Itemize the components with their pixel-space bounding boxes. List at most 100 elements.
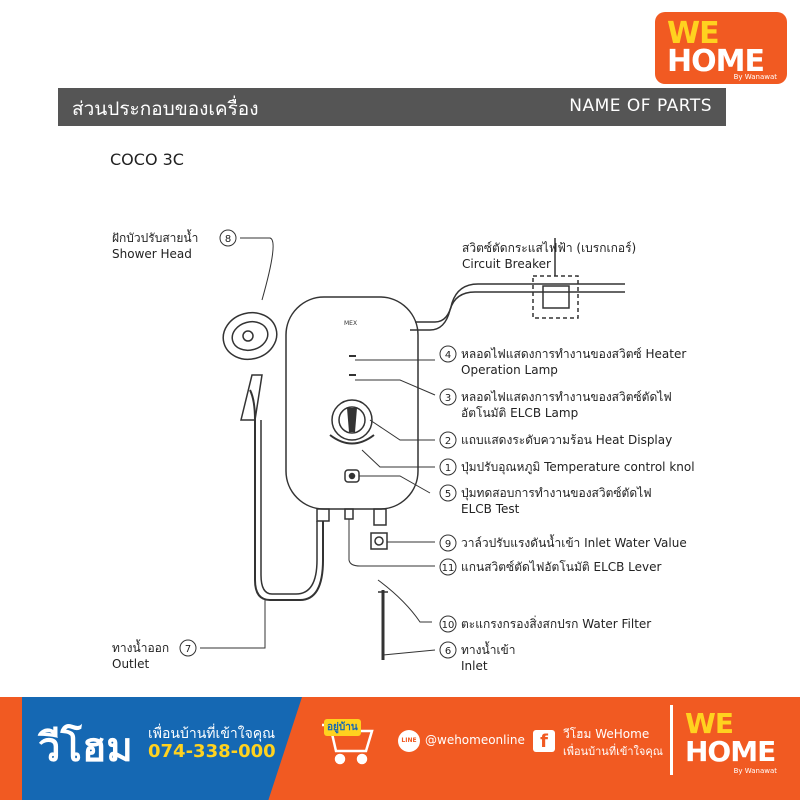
shower-head bbox=[222, 311, 278, 361]
header-title-th: ส่วนประกอบของเครื่อง bbox=[72, 98, 259, 120]
label-outlet-th: ทางน้ำออก bbox=[112, 641, 170, 655]
section-header: ส่วนประกอบของเครื่อง NAME OF PARTS bbox=[58, 88, 726, 126]
shower-face bbox=[231, 320, 269, 352]
num-5: 5 bbox=[445, 489, 451, 500]
header-title-en: NAME OF PARTS bbox=[569, 96, 712, 116]
label-breaker-en: Circuit Breaker bbox=[462, 257, 551, 271]
power-cable-2 bbox=[415, 283, 625, 323]
breaker-switch bbox=[542, 285, 570, 309]
outlet-fitting bbox=[316, 508, 330, 522]
line-handle[interactable]: @wehomeonline bbox=[425, 733, 525, 747]
power-cable bbox=[410, 291, 625, 331]
facebook-tagline: เพื่อนบ้านที่เข้าใจคุณ bbox=[563, 745, 663, 758]
leader-shower-head bbox=[240, 237, 274, 301]
num-10: 10 bbox=[442, 620, 455, 631]
footer-logo-we: WE bbox=[685, 707, 734, 740]
leader-inlet bbox=[382, 649, 436, 656]
label-elcb-lamp: หลอดไฟแสดงการทำงานของสวิตซ์ตัดไฟ อัตโนมั… bbox=[461, 389, 672, 421]
valve-dial bbox=[374, 536, 384, 546]
num-6: 6 bbox=[445, 646, 451, 657]
label-elcb-test: ปุ่มทดสอบการทำงานของสวิตซ์ตัดไฟ ELCB Tes… bbox=[461, 485, 652, 517]
shower-center bbox=[242, 330, 254, 342]
footer-logo-home: HOME bbox=[685, 735, 776, 768]
label-elcb-lamp-en: อัตโนมัติ ELCB Lamp bbox=[461, 406, 579, 420]
number-circles bbox=[179, 229, 457, 659]
elcb-lever bbox=[344, 508, 354, 520]
label-elcb-test-th: ปุ่มทดสอบการทำงานของสวิตซ์ตัดไฟ bbox=[461, 486, 652, 500]
leader-elcb-lamp bbox=[355, 379, 436, 396]
num-11: 11 bbox=[442, 563, 455, 574]
temperature-knob bbox=[331, 399, 373, 441]
heater-diagram: MEX bbox=[179, 229, 625, 660]
label-heater-lamp: หลอดไฟแสดงการทำงานของสวิตซ์ Heater Opera… bbox=[461, 346, 686, 378]
label-water-filter: ตะแกรงกรองสิ่งสกปรก Water Filter bbox=[461, 616, 651, 632]
num-2: 2 bbox=[445, 436, 451, 447]
label-inlet-en: Inlet bbox=[461, 659, 488, 673]
cart-badge: อยู่บ้าน bbox=[324, 719, 361, 736]
inlet-valve bbox=[370, 532, 388, 550]
shower-hose-inner bbox=[260, 420, 318, 595]
shower-handle bbox=[240, 374, 263, 421]
footer-banner: วีโฮม เพื่อนบ้านที่เข้าใจคุณ 074-338-000… bbox=[0, 697, 800, 800]
label-heater-lamp-th: หลอดไฟแสดงการทำงานของสวิตซ์ Heater bbox=[461, 347, 687, 361]
label-elcb-lever: แกนสวิตซ์ตัดไฟอัตโนมัติ ELCB Lever bbox=[461, 559, 661, 575]
footer-tagline: เพื่อนบ้านที่เข้าใจคุณ bbox=[148, 726, 276, 742]
label-elcb-lever-th: แกนสวิตซ์ตัดไฟอัตโนมัติ ELCB Lever bbox=[461, 560, 662, 574]
shower-hose bbox=[249, 389, 324, 601]
num-4: 4 bbox=[445, 350, 451, 361]
num-3: 3 bbox=[445, 393, 451, 404]
num-7: 7 bbox=[185, 644, 191, 655]
label-elcb-lamp-th: หลอดไฟแสดงการทำงานของสวิตซ์ตัดไฟ bbox=[461, 390, 672, 404]
line-icon: LINE bbox=[398, 730, 420, 752]
label-shower-head: ฝักบัวปรับสายน้ำ Shower Head bbox=[112, 230, 198, 262]
leader-outlet bbox=[200, 600, 266, 649]
footer-phone[interactable]: 074-338-000 bbox=[148, 741, 276, 762]
knob-inner bbox=[338, 406, 366, 434]
label-elcb-test-en: ELCB Test bbox=[461, 502, 520, 516]
facebook-icon: f bbox=[533, 730, 555, 752]
footer-blue-panel bbox=[22, 697, 302, 800]
label-shower-head-en: Shower Head bbox=[112, 247, 192, 261]
footer-brand: วีโฮม bbox=[38, 725, 133, 771]
label-heater-lamp-en: Operation Lamp bbox=[461, 363, 558, 377]
breaker-box bbox=[532, 275, 579, 319]
footer-wehome-logo: WE HOME By Wanawat bbox=[670, 705, 791, 775]
label-inlet-th: ทางน้ำเข้า bbox=[461, 643, 516, 657]
leader-knob bbox=[361, 449, 435, 468]
label-heat-display-th: แถบแสดงระดับความร้อน Heat Display bbox=[461, 433, 673, 447]
inlet-fitting bbox=[373, 508, 387, 526]
label-shower-head-th: ฝักบัวปรับสายน้ำ bbox=[112, 231, 199, 245]
heater-logo: MEX bbox=[344, 320, 357, 327]
label-heat-display: แถบแสดงระดับความร้อน Heat Display bbox=[461, 432, 672, 448]
wehome-logo: WE HOME By Wanawat bbox=[655, 12, 787, 84]
heat-display bbox=[329, 434, 375, 445]
cart-icon: อยู่บ้าน bbox=[318, 717, 378, 767]
num-9: 9 bbox=[445, 539, 451, 550]
facebook-name[interactable]: วีโฮม WeHome bbox=[563, 727, 650, 741]
label-temperature-knob-th: ปุ่มปรับอุณหภูมิ Temperature control kno… bbox=[461, 460, 695, 474]
leader-lever bbox=[348, 519, 435, 567]
label-temperature-knob: ปุ่มปรับอุณหภูมิ Temperature control kno… bbox=[461, 459, 695, 475]
knob-pointer bbox=[347, 408, 357, 432]
label-breaker: สวิตซ์ตัดกระแสไฟฟ้า (เบรกเกอร์) Circuit … bbox=[462, 240, 636, 272]
num-8: 8 bbox=[225, 234, 231, 245]
leader-test bbox=[359, 475, 431, 494]
num-1: 1 bbox=[445, 463, 451, 474]
number-labels: 8 4 3 2 1 5 9 11 10 6 7 bbox=[185, 234, 455, 657]
label-inlet: ทางน้ำเข้า Inlet bbox=[461, 642, 516, 674]
label-outlet: ทางน้ำออก Outlet bbox=[112, 640, 169, 672]
label-outlet-en: Outlet bbox=[112, 657, 150, 671]
label-water-filter-th: ตะแกรงกรองสิ่งสกปรก Water Filter bbox=[461, 617, 652, 631]
logo-home: HOME bbox=[667, 44, 765, 79]
leader-heat-display bbox=[369, 419, 435, 441]
leader-filter bbox=[377, 579, 432, 623]
footer-logo-by: By Wanawat bbox=[733, 767, 777, 775]
test-dot bbox=[348, 472, 356, 480]
model-name: COCO 3C bbox=[110, 150, 184, 169]
logo-by: By Wanawat bbox=[733, 73, 777, 81]
logo-we: WE bbox=[667, 16, 720, 51]
leader-lines bbox=[200, 237, 436, 656]
label-inlet-valve: วาล์วปรับแรงดันน้ำเข้า Inlet Water Value bbox=[461, 535, 687, 551]
label-inlet-valve-th: วาล์วปรับแรงดันน้ำเข้า Inlet Water Value bbox=[461, 536, 687, 550]
label-breaker-th: สวิตซ์ตัดกระแสไฟฟ้า (เบรกเกอร์) bbox=[462, 241, 637, 255]
